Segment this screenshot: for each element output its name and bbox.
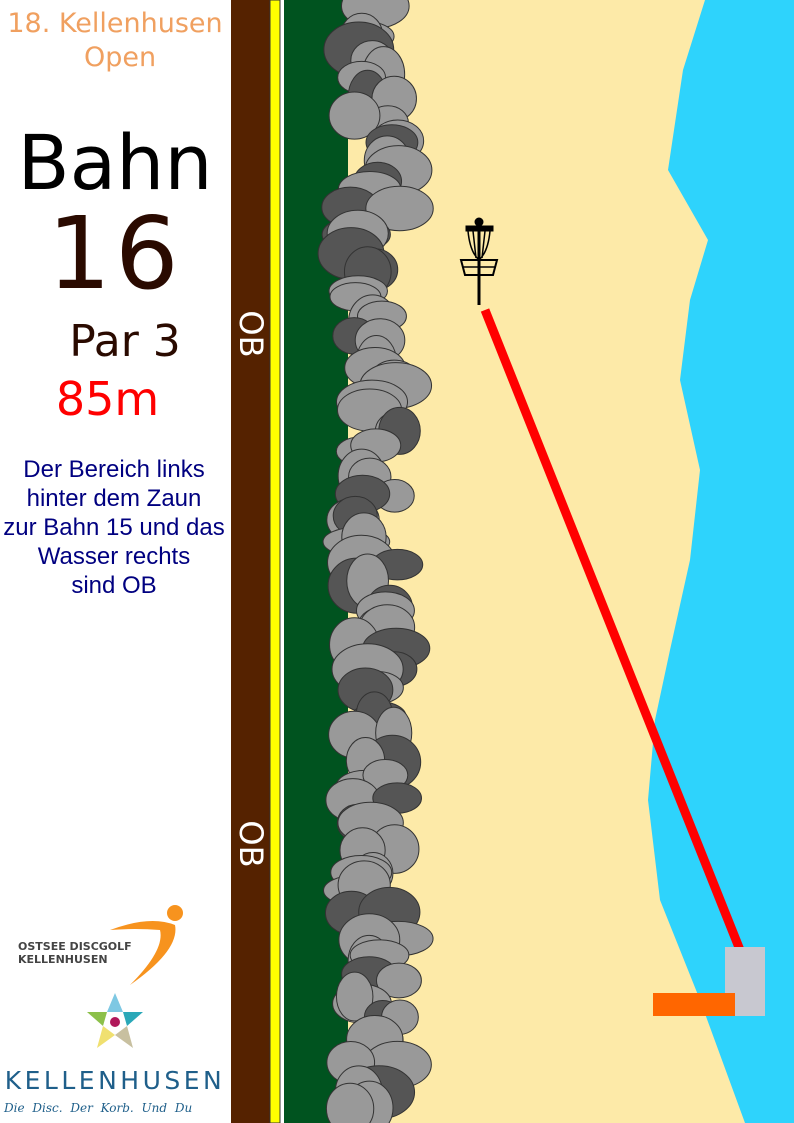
club-logo-text: KELLENHUSEN — [18, 953, 108, 966]
tee-mat — [653, 993, 735, 1016]
description-line: Wasser rechts — [37, 543, 191, 570]
rock — [335, 971, 374, 1022]
ob-label: OB — [232, 310, 270, 358]
club-logo-icon — [110, 905, 183, 985]
event-title: 18. Kellenhusen — [7, 8, 223, 39]
hole-par: Par 3 — [69, 316, 181, 367]
hole-number: 16 — [47, 195, 183, 312]
town-logo-text: KELLENHUSEN — [4, 1066, 226, 1095]
club-logo-text: OSTSEE DISCGOLF — [18, 940, 132, 953]
fairway-line — [480, 308, 745, 952]
town-slogan: Die Disc. Der Korb. Und Du — [4, 1101, 193, 1115]
rock — [325, 1082, 375, 1123]
description-line: Der Bereich links — [23, 456, 205, 483]
basket-icon — [459, 217, 499, 305]
hole-distance: 85m — [55, 372, 160, 426]
star-logo-icon — [87, 993, 143, 1048]
description-line: sind OB — [71, 572, 157, 599]
water-area — [648, 0, 794, 1123]
description-line: hinter dem Zaun — [26, 485, 202, 512]
ob-description: Der Bereich links hinter dem Zaun zur Ba… — [0, 455, 228, 600]
event-subtitle: Open — [83, 42, 157, 73]
rock — [328, 91, 381, 140]
rock-wall — [317, 0, 434, 1123]
ob-label: OB — [232, 820, 270, 868]
rock — [375, 962, 422, 999]
ob-line — [269, 0, 281, 1123]
ob-fence-strip — [231, 0, 271, 1123]
hole-label: Bahn — [17, 118, 213, 207]
description-line: zur Bahn 15 und das — [3, 514, 225, 541]
